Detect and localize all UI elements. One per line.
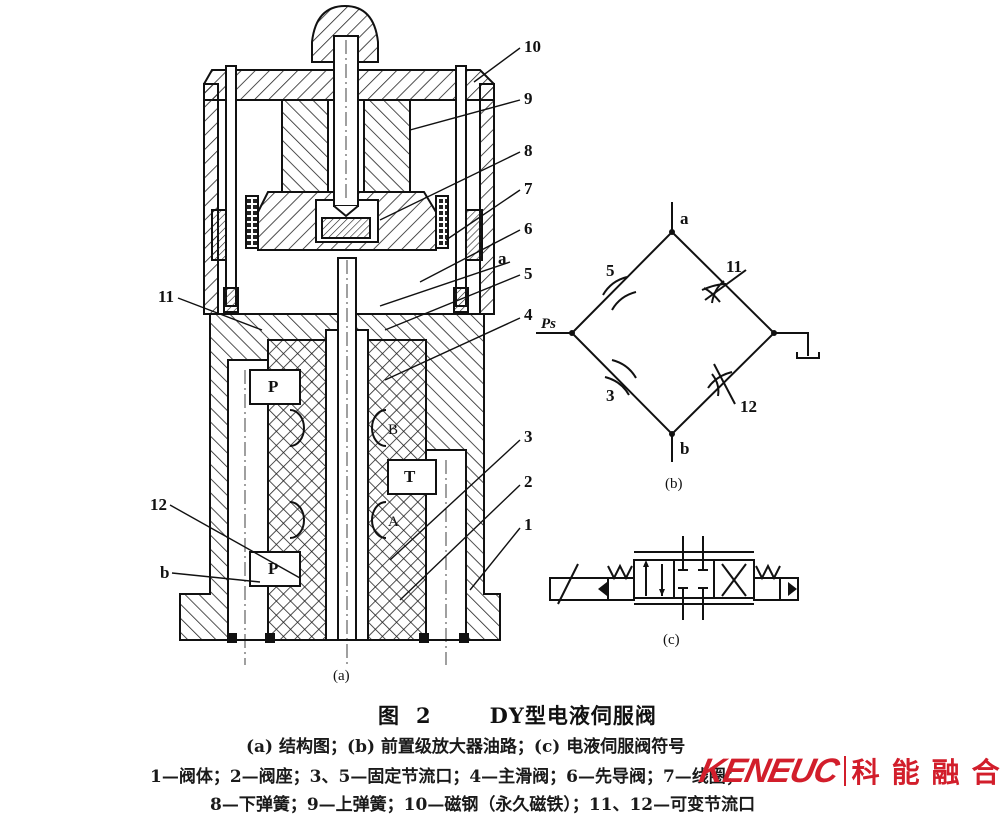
figure-subcaption: (a) 结构图；(b) 前置级放大器油路；(c) 电液伺服阀符号 [246, 737, 686, 757]
callout-2: 2 [524, 472, 533, 491]
right-spring [755, 563, 781, 581]
orifice-3-label: 3 [606, 386, 615, 405]
magnet-right [363, 99, 411, 193]
panel-c-valve-symbol [549, 536, 799, 620]
callout-10: 10 [524, 37, 541, 56]
left-spring-box [607, 577, 635, 601]
callout-6: 6 [524, 219, 533, 238]
tank-line [774, 332, 809, 356]
panel-a-cross-section [169, 4, 521, 665]
port-t [387, 459, 437, 495]
envelope [633, 559, 755, 599]
panel-b-caption: (b) [665, 476, 683, 492]
port-p-bottom-label: P [268, 559, 279, 578]
panel-a-caption: (a) [333, 668, 350, 684]
panel-b-bridge-circuit [536, 202, 820, 462]
orifice-12-label: 12 [740, 397, 757, 416]
node-b [669, 431, 675, 437]
coil-right [435, 195, 449, 249]
callout-1: 1 [524, 515, 533, 534]
node-b-label: b [680, 439, 690, 458]
callout-12: 12 [150, 495, 167, 514]
orifice-5 [602, 276, 637, 311]
top-cap-dome [311, 4, 379, 63]
callout-a: a [498, 249, 507, 268]
callout-b: b [160, 563, 170, 582]
node-tank [771, 330, 777, 336]
figure-number-label: 图 [378, 703, 400, 728]
orifice-3 [604, 359, 637, 396]
coil-left [245, 195, 259, 249]
callout-8: 8 [524, 141, 533, 160]
callout-7: 7 [524, 179, 533, 198]
port-p-top-label: P [268, 377, 279, 396]
figure-legend-line-1: 1—阀体；2—阀座；3、5—固定节流口；4—主滑阀；6—先导阀；7—线圈； [150, 767, 743, 787]
port-p-top [249, 369, 301, 405]
magnet-left [281, 99, 329, 193]
node-a-label: a [680, 209, 689, 228]
chamber-b-label: B [388, 422, 399, 438]
orifice-5-label: 5 [606, 261, 615, 280]
figure-title-text: DY型电液伺服阀 [489, 703, 657, 728]
node-a [669, 229, 675, 235]
upper-spring [321, 217, 371, 239]
right-solenoid-box [779, 577, 799, 601]
right-spring-box [753, 577, 781, 601]
orifice-12 [707, 371, 733, 397]
callout-9: 9 [524, 89, 533, 108]
watermark-logo: KENEUC 科能融合 [696, 752, 1000, 790]
node-ps [569, 330, 575, 336]
orifice-11-label: 11 [726, 257, 743, 276]
figure-legend-line-2: 8—下弹簧；9—上弹簧；10—磁钢（永久磁铁）；11、12—可变节流口 [210, 795, 756, 815]
callout-4: 4 [524, 305, 533, 324]
port-p-bottom [249, 551, 301, 587]
chamber-a-label: A [388, 514, 399, 530]
callout-3: 3 [524, 427, 533, 446]
left-spring [607, 563, 633, 581]
callout-11: 11 [158, 287, 175, 306]
watermark-latin: KENEUC [696, 751, 842, 790]
figure-number: 2 [416, 703, 432, 728]
panel-c-caption: (c) [663, 632, 680, 648]
shell-right [479, 83, 495, 315]
port-t-label: T [404, 467, 416, 486]
orifice-11 [701, 280, 727, 304]
inlet-ps-label: Ps [541, 316, 556, 332]
tank-symbol [796, 352, 820, 359]
watermark-separator [843, 756, 846, 786]
watermark-chinese: 科能融合 [851, 756, 1000, 789]
callout-5: 5 [524, 264, 533, 283]
